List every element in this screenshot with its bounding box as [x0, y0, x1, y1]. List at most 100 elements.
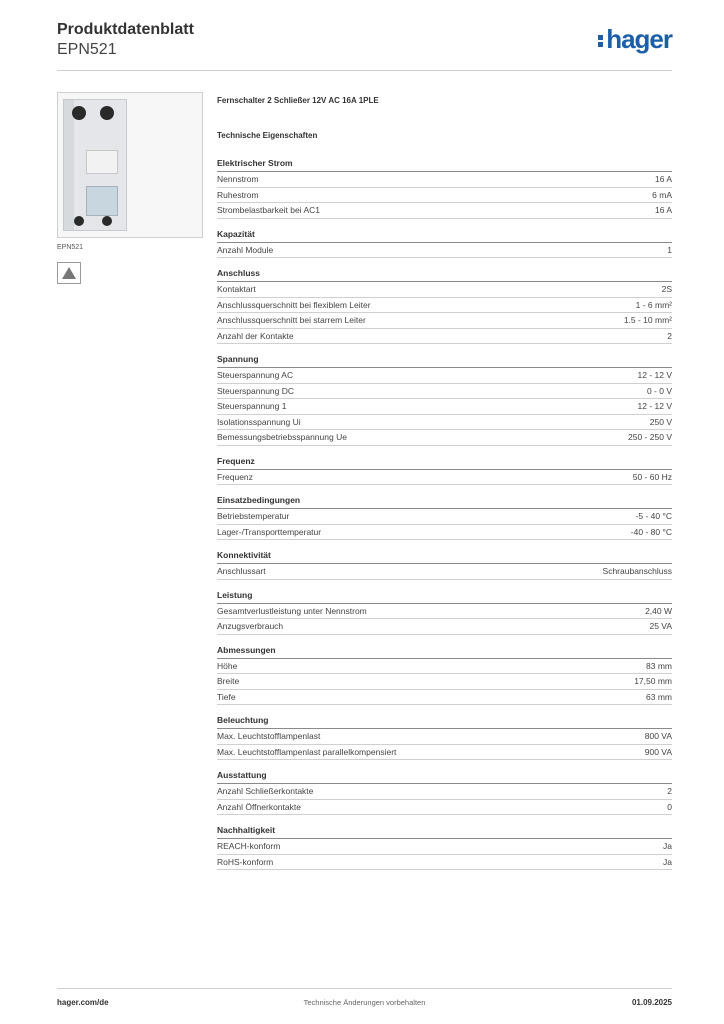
spec-group-title: Abmessungen: [217, 645, 672, 659]
spec-value: 1.5 - 10 mm²: [623, 315, 672, 325]
spec-row: Max. Leuchtstofflampenlast parallelkompe…: [217, 745, 672, 760]
spec-label: Nennstrom: [217, 174, 259, 184]
spec-value: 0 - 0 V: [646, 385, 672, 396]
spec-value: Schraubanschluss: [602, 566, 672, 576]
spec-label: Anzahl der Kontakte: [217, 330, 294, 341]
spec-row: Isolationsspannung Ui 250 V: [217, 415, 672, 430]
spec-value: 0: [667, 801, 672, 812]
spec-label: Max. Leuchtstofflampenlast: [217, 731, 321, 741]
spec-label: RoHS-konform: [217, 856, 274, 867]
spec-label: Steuerspannung 1: [217, 401, 287, 411]
spec-row: Anzahl der Kontakte 2: [217, 329, 672, 344]
spec-value: 17,50 mm: [634, 676, 672, 686]
spec-group-title: Ausstattung: [217, 770, 672, 784]
spec-value: 2: [667, 330, 672, 341]
page-subtitle: EPN521: [57, 41, 117, 58]
spec-label: Steuerspannung DC: [217, 385, 295, 396]
spec-row: Strombelastbarkeit bei AC1 16 A: [217, 203, 672, 219]
spec-group-title: Leistung: [217, 590, 672, 604]
spec-group-title: Einsatzbedingungen: [217, 495, 672, 509]
spec-group-title: Kapazität: [217, 229, 672, 243]
spec-label: Anschlussquerschnitt bei flexiblem Leite…: [217, 299, 371, 310]
spec-row: Gesamtverlustleistung unter Nennstrom 2,4…: [217, 604, 672, 619]
spec-value: -5 - 40 °C: [635, 511, 672, 521]
product-image: [57, 92, 203, 238]
spec-row: Nennstrom 16 A: [217, 172, 672, 188]
spec-group-title: Frequenz: [217, 456, 672, 470]
spec-label: Kontaktart: [217, 284, 256, 294]
spec-value: 63 mm: [646, 691, 672, 702]
spec-label: Anzahl Öffnerkontakte: [217, 801, 301, 812]
spec-label: REACH-konform: [217, 841, 281, 851]
device-illustration: [63, 99, 127, 231]
spec-label: Gesamtverlustleistung unter Nennstrom: [217, 605, 367, 616]
product-name: Fernschalter 2 Schließer 12V AC 16A 1PLE: [217, 96, 379, 105]
spec-label: Anzahl Module: [217, 244, 274, 255]
spec-group-title: Anschluss: [217, 268, 672, 282]
spec-label: Lager-/Transporttemperatur: [217, 526, 322, 537]
footer-date: 01.09.2025: [631, 998, 672, 1007]
spec-row: Steuerspannung 1 12 - 12 V: [217, 399, 672, 415]
spec-value: 25 VA: [649, 621, 672, 631]
spec-value: 800 VA: [644, 731, 672, 741]
page-header: Produktdatenblatt EPN521 hager: [57, 20, 673, 70]
spec-label: Steuerspannung AC: [217, 370, 294, 380]
spec-row: Lager-/Transporttemperatur -40 - 80 °C: [217, 525, 672, 540]
spec-value: 1 - 6 mm²: [635, 299, 672, 310]
spec-value: 2,40 W: [645, 605, 672, 616]
spec-label: Höhe: [217, 660, 238, 671]
section-title: Technische Eigenschaften: [217, 131, 318, 140]
spec-row: Anschlussart Schraubanschluss: [217, 564, 672, 580]
spec-label: Frequenz: [217, 471, 253, 482]
spec-value: Ja: [663, 841, 672, 851]
footer-divider: [57, 988, 672, 989]
spec-value: 16 A: [654, 174, 672, 184]
spec-label: Anzugsverbrauch: [217, 621, 284, 631]
spec-label: Max. Leuchtstofflampenlast parallelkompe…: [217, 746, 397, 757]
spec-label: Anschlussart: [217, 566, 266, 576]
spec-value: 2: [667, 786, 672, 796]
spec-group-title: Beleuchtung: [217, 715, 672, 729]
logo-dots-icon: [598, 33, 604, 49]
spec-label: Betriebstemperatur: [217, 511, 290, 521]
spec-row: Breite 17,50 mm: [217, 674, 672, 690]
spec-row: Max. Leuchtstofflampenlast 800 VA: [217, 729, 672, 745]
spec-label: Isolationsspannung Ui: [217, 416, 301, 427]
footer-notice: Technische Änderungen vorbehalten: [303, 998, 426, 1007]
logo-text: hager: [606, 24, 673, 54]
spec-row: Steuerspannung AC 12 - 12 V: [217, 368, 672, 384]
spec-row: Steuerspannung DC 0 - 0 V: [217, 384, 672, 399]
spec-value: 16 A: [654, 205, 672, 215]
spec-label: Strombelastbarkeit bei AC1: [217, 205, 320, 215]
spec-value: 250 V: [649, 416, 672, 427]
spec-value: 12 - 12 V: [637, 370, 673, 380]
spec-label: Breite: [217, 676, 240, 686]
spec-content: Fernschalter 2 Schließer 12V AC 16A 1PLE…: [217, 96, 672, 880]
spec-value: 50 - 60 Hz: [632, 471, 672, 482]
spec-group-title: Elektrischer Strom: [217, 158, 672, 172]
spec-value: 900 VA: [644, 746, 672, 757]
spec-value: 12 - 12 V: [637, 401, 673, 411]
spec-row: Anzugsverbrauch 25 VA: [217, 619, 672, 635]
spec-row: Anzahl Öffnerkontakte 0: [217, 800, 672, 815]
spec-label: Ruhestrom: [217, 189, 259, 200]
page-title: Produktdatenblatt: [57, 21, 194, 38]
spec-value: -40 - 80 °C: [630, 526, 672, 537]
header-divider: [57, 70, 672, 71]
